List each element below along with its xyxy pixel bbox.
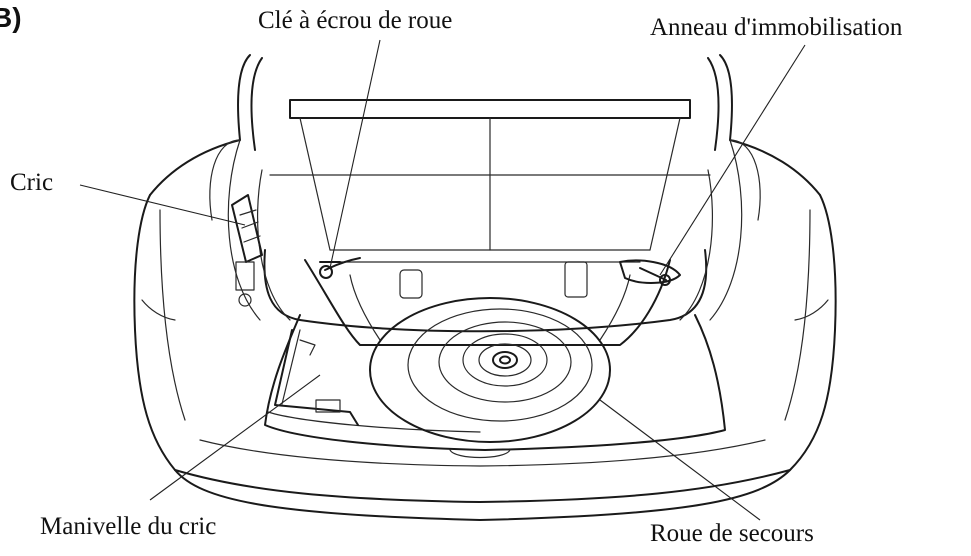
leader-handle [149,374,321,501]
label-wheel-nut-wrench: Clé à écrou de roue [258,7,453,34]
figure-label: B) [0,2,22,33]
leader-spare [599,399,761,521]
leader-jack [79,184,246,226]
leader-wrench [329,39,381,269]
label-jack: Cric [10,169,54,196]
leader-lines [79,39,806,521]
label-spare-wheel: Roue de secours [650,520,814,547]
jack-drawing [231,194,263,307]
label-tie-down-ring: Anneau d'immobilisation [650,14,903,41]
trunk-opening [209,54,761,333]
storage-tray [304,257,681,346]
label-jack-handle: Manivelle du cric [40,513,217,540]
floor-panel [264,314,726,459]
car-body-outline [133,139,837,521]
spare-wheel-drawing [369,297,611,443]
trunk-walls [227,139,743,321]
leader-tie-ring [659,44,806,276]
